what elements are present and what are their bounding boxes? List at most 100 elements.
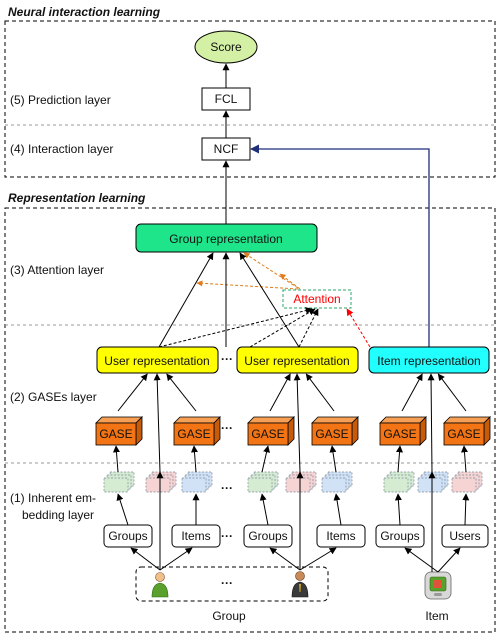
item-users-arrow [437, 547, 461, 573]
representation-section-title: Representation learning [8, 191, 146, 205]
arrow-item-ncf [250, 144, 430, 347]
user-representation-label-2: User representation [244, 354, 349, 368]
input-to-embedding-arrow-1 [116, 493, 129, 526]
groups-input-label-3: Groups [380, 529, 419, 543]
embedding-to-gase-arrow-4 [329, 445, 337, 473]
group-representation-node [135, 223, 318, 253]
embedding-stack-6 [321, 471, 353, 493]
embedding-stack-3 [181, 471, 213, 493]
user-representation-node-2 [236, 346, 359, 374]
gase-cube-2: GASE [173, 416, 221, 446]
group-caption: Group [212, 609, 246, 623]
layer-label-attention: (3) Attention layer [10, 263, 104, 277]
items-input-label-2: Items [326, 529, 355, 543]
member2-groups-arrow [269, 547, 301, 571]
embedding-to-gase-arrow-3 [261, 445, 270, 473]
gase-to-repr-arrow-3 [269, 373, 291, 412]
groups-input-2 [243, 524, 293, 548]
layer-label-inherent-2: bedding layer [22, 508, 94, 522]
gase-label: GASE [315, 427, 348, 441]
member1-groups-arrow [130, 547, 161, 571]
group-members-box [135, 566, 329, 602]
items-input-1 [171, 524, 221, 548]
user2-attention-arrow [298, 308, 319, 348]
item-emb-to-repr-arrow [427, 373, 435, 473]
embedding-stack-7 [383, 471, 415, 493]
item-caption: Item [425, 609, 448, 623]
item-representation-node [368, 346, 490, 374]
embedding-stack-9 [451, 471, 483, 493]
embedding-to-gase-arrow-5 [396, 445, 404, 473]
user-representation-node-1 [96, 346, 219, 374]
score-node [194, 30, 258, 64]
user-avatar-icon-2 [291, 571, 309, 598]
user2-group-arrow [239, 252, 300, 348]
layer-label-gases: (2) GASEs layer [10, 390, 97, 404]
group-representation-label: Group representation [169, 232, 282, 246]
layer-label-prediction: (5) Prediction layer [10, 93, 111, 107]
user-mid-attention-arrow [249, 308, 316, 348]
user-representation-label-1: User representation [104, 354, 209, 368]
connection-arrows [112, 373, 470, 526]
embedding-stack-2 [145, 471, 177, 493]
ncf-label: NCF [214, 142, 239, 156]
groups-input-label-2: Groups [248, 529, 287, 543]
score-label: Score [210, 40, 242, 54]
ellipsis-members: ··· [221, 576, 233, 590]
input-to-embedding-arrow-6 [462, 493, 470, 526]
input-to-embedding-arrow-3 [259, 493, 269, 526]
gase-label: GASE [251, 427, 284, 441]
gase-cube-5: GASE [379, 416, 427, 446]
member2-items-arrow [299, 547, 337, 571]
layer-label-inherent-1: (1) Inherent em- [10, 491, 96, 505]
embedding-stack-5 [285, 471, 317, 493]
users-input-label: Users [449, 529, 480, 543]
item-device-icon [424, 571, 452, 600]
gase-label: GASE [177, 427, 210, 441]
representation-section-frame [4, 207, 496, 633]
attention-node [282, 289, 352, 309]
attention-weight-arrow-2 [243, 252, 299, 289]
input-to-embedding-arrow-5 [394, 493, 402, 526]
gase-to-repr-arrow-1 [117, 373, 148, 412]
neural-section-frame [4, 20, 496, 178]
ellipsis-user: ··· [221, 352, 233, 366]
embedding-stack-1 [103, 471, 135, 493]
user1-emb-to-repr-arrow [153, 373, 161, 473]
gase-to-repr-arrow-4 [305, 373, 335, 412]
item-representation-label: Item representation [377, 354, 480, 368]
gase-to-repr-arrow-2 [166, 373, 197, 412]
groups-input-label-1: Groups [108, 529, 147, 543]
user-avatar-icon-1 [151, 572, 169, 598]
groups-input-1 [103, 524, 153, 548]
ellipsis-input: ··· [221, 529, 233, 543]
member1-items-arrow [159, 547, 193, 571]
gase-to-repr-arrow-6 [437, 373, 467, 412]
fcl-label: FCL [215, 92, 238, 106]
attention-weight-arrow-3 [279, 273, 301, 290]
item-attention-arrow [346, 308, 371, 348]
embedding-to-gase-arrow-6 [460, 445, 468, 473]
groups-input-3 [375, 524, 425, 548]
embedding-to-gase-arrow-1 [112, 445, 120, 473]
embedding-to-gase-arrow-2 [190, 445, 198, 473]
gase-label: GASE [99, 427, 132, 441]
attention-weight-arrow-1 [196, 280, 299, 290]
gase-blocks: GASE GASE GASE GASE GASE GASE [95, 416, 491, 446]
items-input-label-1: Items [181, 529, 210, 543]
gase-cube-3: GASE [247, 416, 295, 446]
user1-group-arrow [158, 252, 214, 348]
user1-attention-arrow [158, 307, 313, 348]
ellipsis-embedding: ··· [221, 481, 233, 495]
embedding-blocks [103, 471, 483, 493]
item-groups-arrow [404, 547, 439, 573]
embedding-stack-4 [247, 471, 279, 493]
gase-cube-6: GASE [443, 416, 491, 446]
gase-cube-4: GASE [311, 416, 359, 446]
user2-emb-to-repr-arrow [293, 373, 301, 473]
embedding-stack-8 [417, 471, 449, 493]
users-input [441, 524, 489, 548]
gase-label: GASE [383, 427, 416, 441]
